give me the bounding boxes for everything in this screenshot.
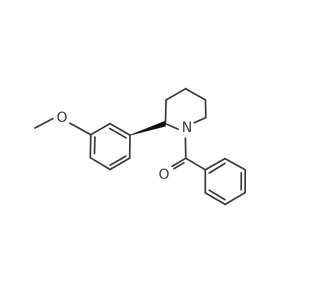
phenyl-bond-2 bbox=[224, 157, 247, 171]
aromatic-double-bond-1 bbox=[108, 127, 127, 139]
phenyl-double-bond-1 bbox=[208, 162, 226, 174]
phenyl-bond-5 bbox=[204, 192, 226, 206]
carbonyl-oxygen-label: O bbox=[158, 167, 169, 183]
phenyl-bond-1 bbox=[204, 157, 226, 171]
phenyl-bond-4 bbox=[224, 191, 246, 206]
piperidine-ring bbox=[164, 87, 207, 132]
bond-n-c6 bbox=[192, 116, 207, 125]
methoxyphenyl-ring bbox=[34, 117, 131, 171]
carbonyl-phenyl-bond bbox=[184, 157, 207, 171]
molecule-canvas: O N O bbox=[34, 87, 247, 206]
nitrogen-label-bg bbox=[178, 119, 196, 137]
carbonyl-oxygen-label-bg bbox=[155, 166, 173, 184]
carbonyl-double-bond-outer bbox=[171, 157, 187, 168]
phenyl-double-bond-3 bbox=[208, 189, 226, 201]
bond-c3-c4 bbox=[165, 87, 187, 101]
aryl-methoxy-bond bbox=[69, 122, 92, 136]
bond-a4-a5 bbox=[109, 157, 131, 171]
atom-labels: O N O bbox=[53, 109, 196, 184]
bond-c4-c5 bbox=[184, 87, 207, 101]
bond-c2-c3 bbox=[164, 99, 167, 125]
bond-a2-a3 bbox=[109, 122, 131, 137]
molecule-structure-diagram: O N O bbox=[34, 87, 247, 206]
stereo-wedge-bond bbox=[129, 120, 166, 136]
nitrogen-label: N bbox=[182, 120, 192, 136]
methoxy-methyl-bond bbox=[34, 117, 55, 129]
benzoyl-group bbox=[171, 137, 247, 206]
bond-n-c2 bbox=[164, 122, 182, 132]
methoxy-oxygen-label: O bbox=[56, 110, 67, 126]
methoxy-oxygen-label-bg bbox=[53, 109, 71, 127]
bond-a5-a6 bbox=[89, 156, 111, 171]
bond-a1-a2 bbox=[89, 122, 111, 136]
bond-a6-a1 bbox=[89, 133, 92, 159]
aromatic-double-bond-2 bbox=[109, 155, 127, 166]
carbonyl-double-bond-inner bbox=[173, 161, 185, 170]
